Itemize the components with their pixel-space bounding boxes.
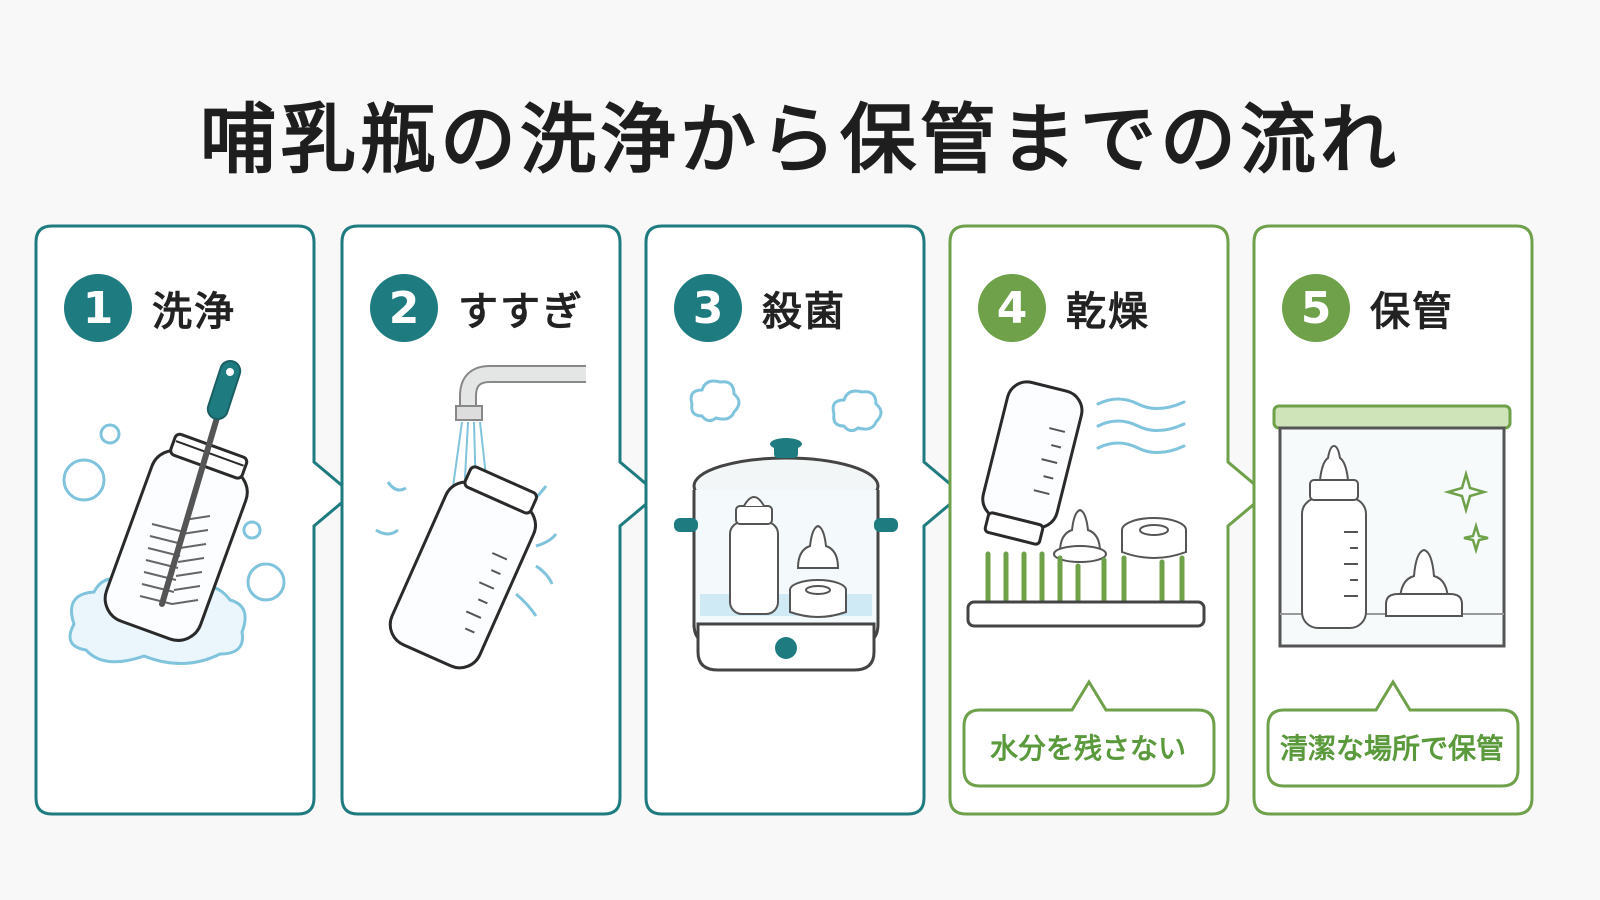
step-number-badge: 3 (674, 274, 742, 342)
storage-case-icon (1272, 404, 1512, 648)
step-rinse: 2 すすぎ (340, 224, 661, 816)
step-label: 乾燥 (1066, 289, 1150, 335)
step-header: 2 すすぎ (370, 274, 584, 342)
step-sterilize: 3 殺菌 (644, 224, 965, 816)
step-dry: 4 乾燥 (948, 224, 1269, 816)
note-bubble (1266, 679, 1520, 788)
step-header: 1 洗浄 (64, 274, 236, 342)
page-title: 哺乳瓶の洗浄から保管までの流れ (200, 95, 1400, 184)
step-header: 4 乾燥 (978, 274, 1150, 342)
drying-rack-icon (966, 380, 1206, 628)
step-label: 殺菌 (762, 289, 846, 335)
step-note: 水分を残さない (989, 732, 1186, 765)
step-number-badge: 1 (64, 274, 132, 342)
step-label: 洗浄 (152, 289, 236, 335)
step-label: 保管 (1370, 289, 1454, 335)
steam-sterilizer-icon (674, 379, 898, 672)
step-label: すすぎ (458, 289, 584, 335)
note-bubble (962, 679, 1216, 788)
step-number-badge: 4 (978, 274, 1046, 342)
bottle-brush-icon (62, 359, 286, 666)
step-store: 5 保管 清潔な場所で保管 (1252, 224, 1534, 816)
step-header: 3 殺菌 (674, 274, 846, 342)
step-wash: 1 洗浄 (34, 224, 355, 816)
faucet-rinse-icon (375, 365, 586, 670)
step-number-badge: 2 (370, 274, 438, 342)
step-header: 5 保管 (1282, 274, 1454, 342)
step-number-badge: 5 (1282, 274, 1350, 342)
step-frame (948, 224, 1269, 816)
step-note: 清潔な場所で保管 (1279, 732, 1504, 765)
